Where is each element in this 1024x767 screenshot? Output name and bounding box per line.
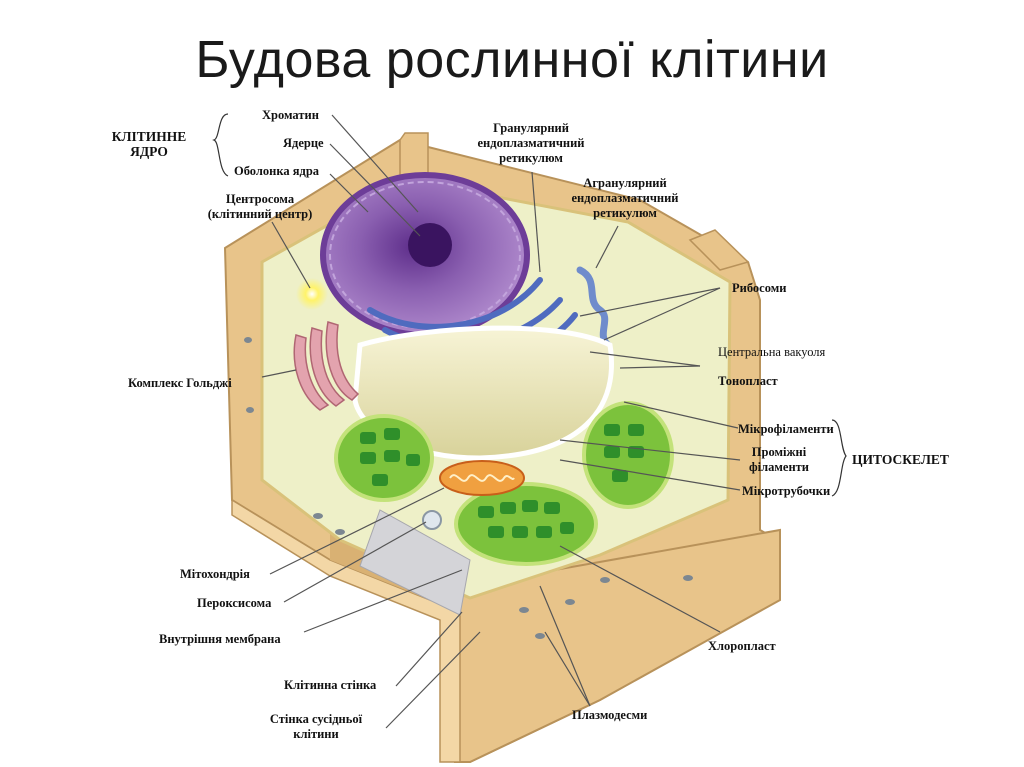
label-microfilaments: Мікрофіламенти [738,422,834,436]
label-golgi: Комплекс Гольджі [128,376,232,390]
label-microtubules: Мікротрубочки [742,484,831,498]
chloroplast-right-shape [582,401,674,509]
label-nuclear-envelope: Оболонка ядра [234,164,320,178]
mitochondrion-shape [439,460,525,496]
nucleus-shape [320,172,530,338]
peroxisome-shape [422,510,442,530]
label-plasmodesmata: Плазмодесми [572,708,648,722]
pointer-lines [261,114,741,729]
cytoskeleton-group-label: ЦИТОСКЕЛЕТ [852,452,949,467]
chloroplast-left-shape [334,414,434,502]
label-central-vacuole: Центральна вакуоля [718,345,826,359]
label-cell-wall: Клітинна стінка [284,678,377,692]
label-centrosome: Центросома (клітинний центр) [207,192,313,221]
label-chloroplast: Хлоропласт [708,639,776,653]
chloroplast-center-shape [454,482,598,566]
centrosome-shape [296,278,328,310]
wall-pits [244,337,693,639]
label-neighbor-wall: Стінка сусідньої клітини [269,712,363,741]
label-intermediate-filaments: Проміжні філаменти [749,445,809,474]
nucleus-group-label: КЛІТИННЕ ЯДРО [111,129,187,159]
label-inner-membrane: Внутрішня мембрана [159,632,281,646]
golgi-shape [293,321,360,411]
label-ribosomes: Рибосоми [732,281,787,295]
page-title: Будова рослинної клітини [195,31,829,89]
label-mitochondrion: Мітохондрія [180,567,250,581]
label-peroxisome: Пероксисома [197,596,272,610]
label-chromatin: Хроматин [262,108,319,122]
label-smooth-er: Агранулярний ендоплазматичний ретикулюм [571,176,679,220]
smooth-er-shape [576,266,612,349]
label-rough-er: Гранулярний ендоплазматичний ретикулюм [477,121,585,165]
label-tonoplast: Тонопласт [718,374,778,388]
label-nucleolus: Ядерце [283,136,324,150]
brace-lines [212,113,847,497]
